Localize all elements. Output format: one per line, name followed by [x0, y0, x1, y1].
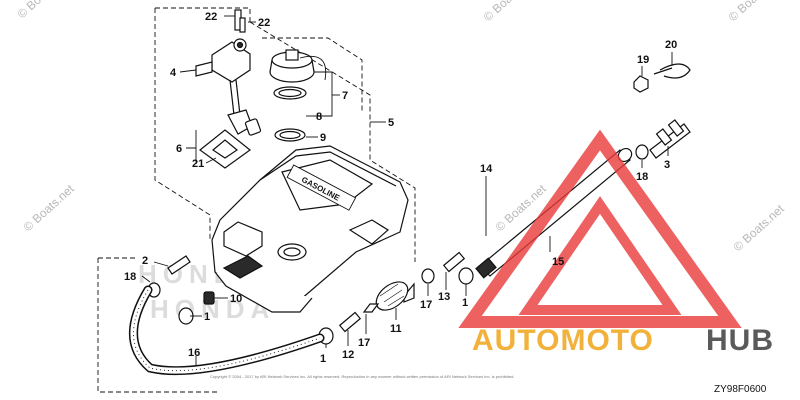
callout-3: 3 [664, 159, 670, 171]
callout-7: 7 [342, 90, 348, 102]
fitting-13 [442, 251, 466, 273]
watermark-top-right: © Boats.net [726, 0, 783, 24]
callout-20: 20 [665, 39, 677, 51]
automotohub-logo: AUTOMOTO HUB [458, 129, 774, 357]
callout-18-left: 18 [124, 271, 136, 283]
watermark-right-edge: © Boats.net [731, 201, 788, 254]
logo-triangle-inner [518, 196, 682, 315]
connector-3 [649, 119, 691, 159]
callout-19: 19 [637, 54, 649, 66]
filler-cap-assembly [269, 49, 327, 142]
callout-numbers: 22 22 4 7 8 5 9 6 21 19 20 3 14 18 15 2 … [124, 11, 677, 365]
group-outline-tank [154, 7, 416, 262]
callout-12: 12 [342, 349, 354, 361]
callout-6: 6 [176, 143, 182, 155]
watermark-top-left: © Boats.net [15, 0, 72, 21]
callout-8: 8 [316, 111, 322, 123]
logo-text-hub: HUB [706, 324, 774, 357]
clamp-1-right [458, 267, 474, 285]
callout-13: 13 [438, 291, 450, 303]
clip-20 [653, 63, 691, 79]
connector-2 [167, 255, 191, 275]
fuel-hose-16 [129, 285, 325, 376]
bolt-19 [633, 75, 649, 93]
plug-10 [203, 291, 215, 305]
clamp-18-right [635, 144, 649, 160]
callout-17-lower: 17 [358, 337, 370, 349]
watermark-mid-left: © Boats.net [21, 181, 78, 234]
fuel-pickup-assembly [195, 9, 262, 169]
callout-15: 15 [552, 256, 564, 268]
callout-11: 11 [390, 323, 402, 335]
primer-bulb-11 [362, 281, 415, 313]
oring-17 [421, 268, 435, 284]
fuel-tank: GASOLINE [211, 145, 409, 313]
callout-22b: 22 [258, 17, 270, 29]
callout-leaders [141, 15, 673, 366]
callout-2: 2 [142, 255, 148, 267]
callout-9: 9 [320, 132, 326, 144]
watermark-top-mid: © Boats.net [481, 0, 538, 24]
copyright-line: Copyright © 2004 - 2017 by ARI Network S… [210, 374, 514, 379]
callout-1-left: 1 [204, 311, 210, 323]
callout-10: 10 [230, 293, 242, 305]
callout-21: 21 [192, 158, 204, 170]
callout-17-upper: 17 [420, 299, 432, 311]
logo-triangle-outer [458, 129, 742, 328]
callout-22a: 22 [205, 11, 217, 23]
diagram-code: ZY98F0600 [714, 384, 767, 395]
callout-4: 4 [170, 67, 177, 79]
fitting-12 [338, 311, 362, 333]
callout-1-right: 1 [462, 297, 468, 309]
callout-1-lower: 1 [320, 353, 326, 365]
group-outline-hose [97, 257, 220, 393]
callout-18-right: 18 [636, 171, 648, 183]
callout-14: 14 [480, 163, 493, 175]
logo-text-automoto: AUTOMOTO [472, 324, 654, 357]
callout-16: 16 [188, 347, 200, 359]
callout-5: 5 [388, 117, 394, 129]
group-outline-cap [262, 37, 363, 112]
